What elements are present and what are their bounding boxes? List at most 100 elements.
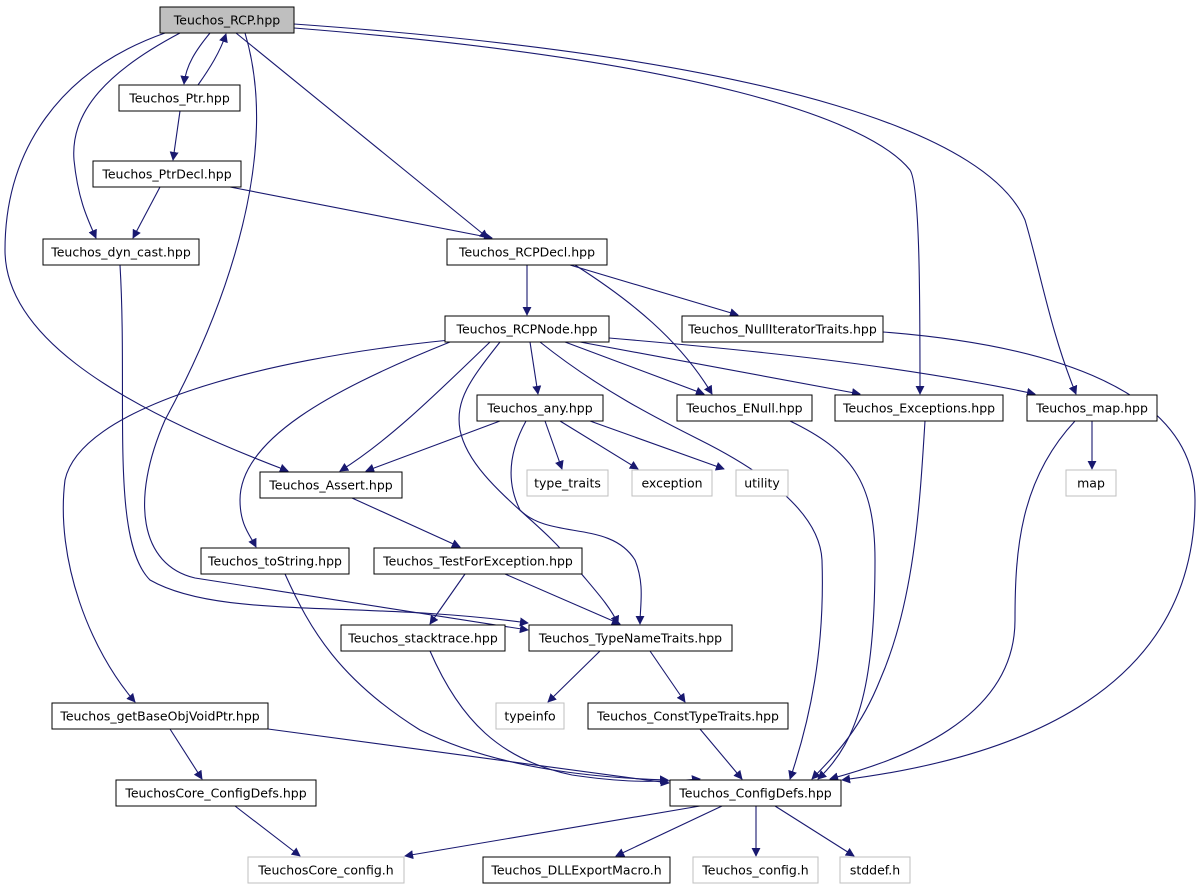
node-box [444, 315, 610, 343]
node-assert[interactable]: Teuchos_Assert.hpp [259, 471, 403, 499]
nodes-layer: Teuchos_RCP.hppTeuchos_Ptr.hppTeuchos_Pt… [42, 6, 1158, 884]
node-map[interactable]: Teuchos_map.hpp [1026, 394, 1158, 422]
node-label: Teuchos_RCPNode.hpp [455, 322, 597, 337]
edge-rcp-to-map [293, 23, 1078, 395]
node-box [115, 779, 317, 807]
node-typename[interactable]: Teuchos_TypeNameTraits.hpp [528, 624, 733, 652]
edge-rcp-to-dyncast [73, 32, 181, 239]
node-coreconfigdefs[interactable]: TeuchosCore_ConfigDefs.hpp [115, 779, 317, 807]
node-label: Teuchos_PtrDecl.hpp [101, 167, 231, 182]
node-nulliter[interactable]: Teuchos_NullIteratorTraits.hpp [681, 315, 884, 343]
node-label: Teuchos_DLLExportMacro.h [490, 863, 661, 878]
edge-ptr-to-ptrdecl [169, 110, 181, 161]
node-label: Teuchos_ENull.hpp [685, 401, 802, 416]
node-box [495, 702, 565, 730]
node-ptrdecl[interactable]: Teuchos_PtrDecl.hpp [92, 160, 242, 188]
edge-configdefs-to-coreconfig [404, 805, 701, 860]
edge-rcpnode-to-any [529, 341, 542, 395]
node-label: Teuchos_RCPDecl.hpp [458, 245, 595, 260]
node-label: Teuchos_dyn_cast.hpp [50, 245, 191, 260]
node-enull[interactable]: Teuchos_ENull.hpp [676, 394, 813, 422]
node-label: Teuchos_TestForException.hpp [382, 554, 573, 569]
node-rcpnode[interactable]: Teuchos_RCPNode.hpp [444, 315, 610, 343]
edge-configdefs-to-dllexport [615, 805, 723, 857]
edge-rcpnode-to-exceptions [579, 341, 861, 397]
edges-layer [4, 23, 1196, 860]
edge-assert-to-testforexc [351, 497, 461, 548]
node-exceptions[interactable]: Teuchos_Exceptions.hpp [834, 394, 1004, 422]
edge-enull-to-configdefs [789, 420, 876, 780]
edge-ptrdecl-to-rcpdecl [229, 186, 493, 241]
node-box [159, 6, 295, 34]
node-label: Teuchos_ConfigDefs.hpp [678, 786, 831, 801]
node-tostring[interactable]: Teuchos_toString.hpp [200, 547, 350, 575]
node-box [676, 394, 813, 422]
node-configdefs[interactable]: Teuchos_ConfigDefs.hpp [669, 779, 842, 807]
edge-any-to-utility [589, 420, 725, 471]
edge-rcp-to-typename [144, 32, 529, 634]
node-box [681, 315, 884, 343]
node-tconfig: Teuchos_config.h [692, 856, 819, 884]
edge-rcp-to-exceptions [293, 27, 925, 395]
node-label: Teuchos_NullIteratorTraits.hpp [687, 322, 877, 337]
edge-rcp-to-rcpdecl [235, 32, 489, 239]
node-label: Teuchos_config.h [701, 863, 808, 878]
node-box [118, 84, 241, 112]
edge-rcpnode-to-typename [458, 341, 619, 625]
edge-consttype-to-configdefs [699, 728, 743, 780]
edge-ptr-to-rcp [197, 33, 228, 86]
node-testforexc[interactable]: Teuchos_TestForException.hpp [373, 547, 583, 575]
edge-any-to-typename [510, 420, 645, 625]
node-mapstd: map [1065, 469, 1117, 497]
node-getbase[interactable]: Teuchos_getBaseObjVoidPtr.hpp [51, 702, 269, 730]
edge-any-to-exception [559, 420, 639, 470]
edge-testforexc-to-typename [504, 573, 621, 625]
node-stddef: stddef.h [839, 856, 911, 884]
node-box [587, 702, 789, 730]
node-exception: exception [631, 469, 713, 497]
edge-typename-to-typeinfo [547, 650, 601, 703]
node-rcp[interactable]: Teuchos_RCP.hpp [159, 6, 295, 34]
edge-rcpnode-to-getbase [62, 339, 451, 703]
node-box [92, 160, 242, 188]
edge-rcpnode-to-map [608, 337, 1036, 397]
node-utility: utility [735, 469, 789, 497]
node-box [1065, 469, 1117, 497]
node-box [526, 469, 609, 497]
node-label: Teuchos_any.hpp [486, 401, 592, 416]
edge-rcpnode-to-assert [339, 341, 491, 472]
node-any[interactable]: Teuchos_any.hpp [476, 394, 604, 422]
node-label: Teuchos_Ptr.hpp [128, 91, 230, 106]
node-box [834, 394, 1004, 422]
node-label: Teuchos_Exceptions.hpp [842, 401, 995, 416]
node-box [340, 624, 506, 652]
node-box [1026, 394, 1158, 422]
node-label: stddef.h [850, 863, 900, 878]
edge-any-to-type_traits [544, 420, 564, 470]
node-label: TeuchosCore_config.h [257, 863, 393, 878]
edge-rcpdecl-to-enull [574, 264, 713, 395]
node-dyncast[interactable]: Teuchos_dyn_cast.hpp [42, 238, 200, 266]
node-type_traits: type_traits [526, 469, 609, 497]
node-label: Teuchos_ConstTypeTraits.hpp [596, 709, 779, 724]
node-label: TeuchosCore_ConfigDefs.hpp [124, 786, 306, 801]
node-consttype[interactable]: Teuchos_ConstTypeTraits.hpp [587, 702, 789, 730]
edge-getbase-to-coreconfigdefs [169, 728, 203, 780]
node-ptr[interactable]: Teuchos_Ptr.hpp [118, 84, 241, 112]
node-label: Teuchos_map.hpp [1035, 401, 1148, 416]
node-box [482, 856, 671, 884]
edge-dyncast-to-typename [119, 264, 529, 627]
node-box [373, 547, 583, 575]
node-box [259, 471, 403, 499]
edge-rcpnode-to-enull [564, 341, 705, 396]
edge-nulliter-to-configdefs [841, 331, 1196, 784]
node-dllexport[interactable]: Teuchos_DLLExportMacro.h [482, 856, 671, 884]
node-rcpdecl[interactable]: Teuchos_RCPDecl.hpp [446, 238, 608, 266]
edge-rcpnode-to-configdefs [539, 341, 823, 780]
edge-exceptions-to-configdefs [811, 420, 926, 780]
node-box [631, 469, 713, 497]
node-label: Teuchos_Assert.hpp [268, 478, 392, 493]
node-stacktrace[interactable]: Teuchos_stacktrace.hpp [340, 624, 506, 652]
node-label: Teuchos_getBaseObjVoidPtr.hpp [59, 709, 259, 724]
